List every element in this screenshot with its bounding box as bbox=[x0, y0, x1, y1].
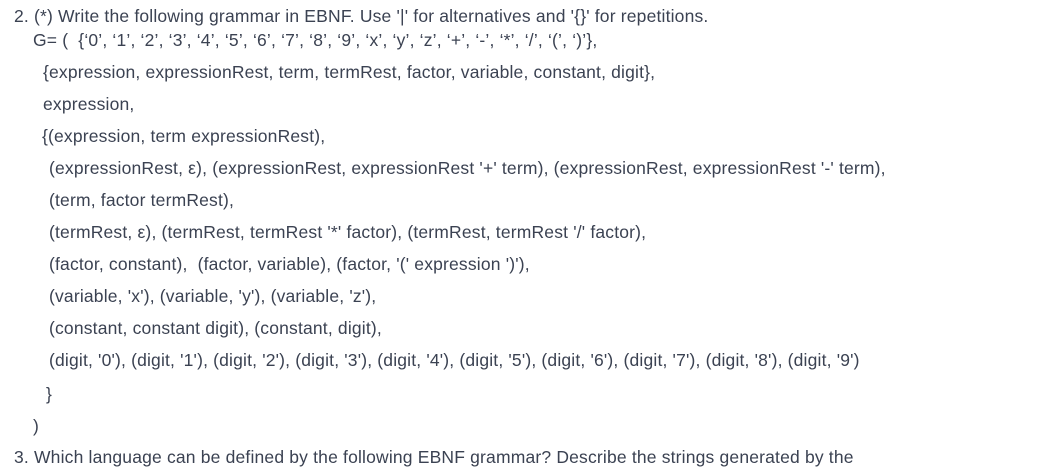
grammar-start-symbol-line: expression, bbox=[43, 94, 135, 114]
grammar-close-paren: ) bbox=[33, 416, 40, 436]
production-rule-term: (term, factor termRest), bbox=[49, 190, 235, 210]
exercise-prompt: 2. (*) Write the following grammar in EB… bbox=[14, 6, 709, 26]
production-rule-factor: (factor, constant), (factor, variable), … bbox=[49, 254, 530, 274]
production-rule-term-rest: (termRest, ε), (termRest, termRest '*' f… bbox=[49, 222, 647, 242]
grammar-nonterminals-line: {expression, expressionRest, term, termR… bbox=[43, 62, 656, 82]
production-rule-expression-rest: (expressionRest, ε), (expressionRest, ex… bbox=[49, 158, 886, 178]
production-rule-expression: {(expression, term expressionRest), bbox=[42, 126, 326, 146]
grammar-close-brace: } bbox=[46, 384, 53, 404]
document-page: 2. (*) Write the following grammar in EB… bbox=[14, 6, 886, 467]
grammar-header-line: G= ( {‘0’, ‘1’, ‘2’, ‘3’, ‘4’, ‘5’, ‘6’,… bbox=[33, 30, 598, 50]
next-exercise-prompt-clipped: 3. Which language can be defined by the … bbox=[14, 447, 854, 467]
production-rule-digit: (digit, '0'), (digit, '1'), (digit, '2')… bbox=[49, 350, 860, 370]
production-rule-variable: (variable, 'x'), (variable, 'y'), (varia… bbox=[49, 286, 377, 306]
production-rule-constant: (constant, constant digit), (constant, d… bbox=[49, 318, 382, 338]
